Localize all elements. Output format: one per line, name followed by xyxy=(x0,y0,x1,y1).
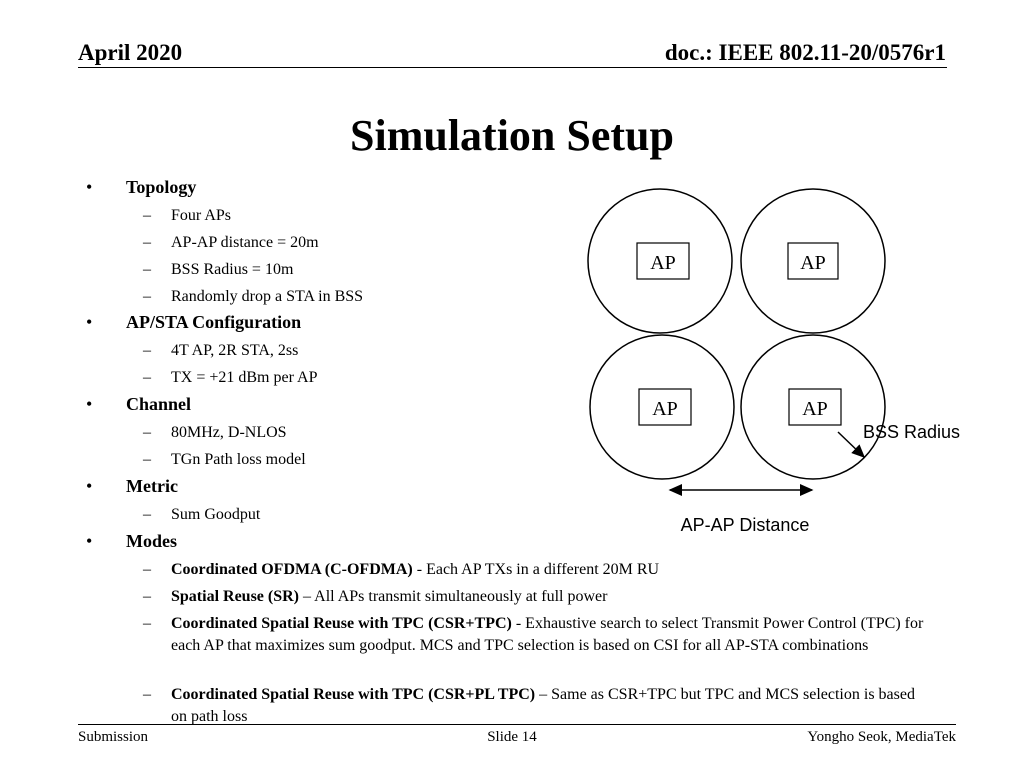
bullet-dot: • xyxy=(86,394,93,414)
footer-author: Yongho Seok, MediaTek xyxy=(807,729,956,745)
ap-ap-distance-label: AP-AP Distance xyxy=(681,515,810,535)
bss-circle xyxy=(740,334,886,480)
sub-bullet-text: 4T AP, 2R STA, 2ss xyxy=(171,342,299,359)
bullet-dot: • xyxy=(86,476,93,496)
sub-bullet-text: Randomly drop a STA in BSS xyxy=(171,288,364,305)
header-date: April 2020 xyxy=(78,40,183,65)
sub-bullet-text: AP-AP distance = 20m xyxy=(171,234,319,251)
mode-name: Coordinated OFDMA (C-OFDMA) xyxy=(171,561,413,578)
dash: – xyxy=(143,234,151,251)
bss-circle xyxy=(587,188,733,334)
bss-radius-arrow xyxy=(837,431,866,459)
mode-name: Coordinated Spatial Reuse with TPC (CSR+… xyxy=(171,615,512,632)
footer-slide-number: Slide 14 xyxy=(487,729,537,745)
bullet-heading: AP/STA Configuration xyxy=(126,312,302,332)
dash: – xyxy=(143,207,151,224)
bullet-heading: Modes xyxy=(126,531,177,551)
bullet-heading: Channel xyxy=(126,394,192,414)
bullet-dot: • xyxy=(86,312,93,332)
mode-description: - Exhaustive search to select Transmit P… xyxy=(171,615,924,654)
dash: – xyxy=(143,342,151,359)
footer-submission: Submission xyxy=(78,729,149,745)
ap-label: AP xyxy=(652,398,678,420)
bullet-heading: Metric xyxy=(126,476,178,496)
sub-bullet-text: 80MHz, D-NLOS xyxy=(171,424,287,441)
ap-label: AP xyxy=(800,252,826,274)
ap-box xyxy=(638,388,692,426)
dash: – xyxy=(143,506,151,523)
sub-bullet-text: BSS Radius = 10m xyxy=(171,261,294,278)
dash: – xyxy=(143,424,151,441)
sub-bullet-text: Sum Goodput xyxy=(171,506,261,523)
mode-name: Coordinated Spatial Reuse with TPC (CSR+… xyxy=(171,686,536,703)
dash: – xyxy=(143,288,151,305)
sub-bullet-text: Coordinated Spatial Reuse with TPC (CSR+… xyxy=(171,613,931,657)
mode-description: – Same as CSR+TPC but TPC and MCS select… xyxy=(171,686,915,725)
mode-description: - Each AP TXs in a different 20M RU xyxy=(412,561,660,578)
slide-title: Simulation Setup xyxy=(350,111,674,160)
ap-box xyxy=(788,388,842,426)
bss-radius-label: BSS Radius xyxy=(863,422,960,442)
bullet-heading: Topology xyxy=(126,177,197,197)
bss-circle xyxy=(740,188,886,334)
dash: – xyxy=(143,451,151,468)
bss-circle xyxy=(589,334,735,480)
header-rule xyxy=(78,67,947,68)
mode-name: Spatial Reuse (SR) xyxy=(171,588,300,605)
sub-bullet-text: Four APs xyxy=(171,207,232,224)
header-doc-id: doc.: IEEE 802.11-20/0576r1 xyxy=(664,40,946,65)
mode-description: – All APs transmit simultaneously at ful… xyxy=(299,588,608,605)
bullet-dot: • xyxy=(86,177,93,197)
dash: – xyxy=(143,588,151,605)
ap-box xyxy=(636,242,690,280)
dash: – xyxy=(143,686,151,703)
ap-label: AP xyxy=(650,252,676,274)
topology-diagram: AP AP AP AP BSS Radius AP-AP Distance xyxy=(587,188,960,535)
ap-label: AP xyxy=(802,398,828,420)
ap-box xyxy=(787,242,839,280)
bullet-dot: • xyxy=(86,531,93,551)
sub-bullet-text: TGn Path loss model xyxy=(171,451,306,468)
dash: – xyxy=(143,369,151,386)
dash: – xyxy=(143,561,151,578)
dash: – xyxy=(143,261,151,278)
sub-bullet-text: Spatial Reuse (SR) – All APs transmit si… xyxy=(171,586,931,608)
sub-bullet-text: TX = +21 dBm per AP xyxy=(171,369,318,386)
dash: – xyxy=(143,615,151,632)
footer-rule xyxy=(78,724,956,725)
sub-bullet-text: Coordinated OFDMA (C-OFDMA) - Each AP TX… xyxy=(171,559,931,581)
sub-bullet-text: Coordinated Spatial Reuse with TPC (CSR+… xyxy=(171,684,931,728)
